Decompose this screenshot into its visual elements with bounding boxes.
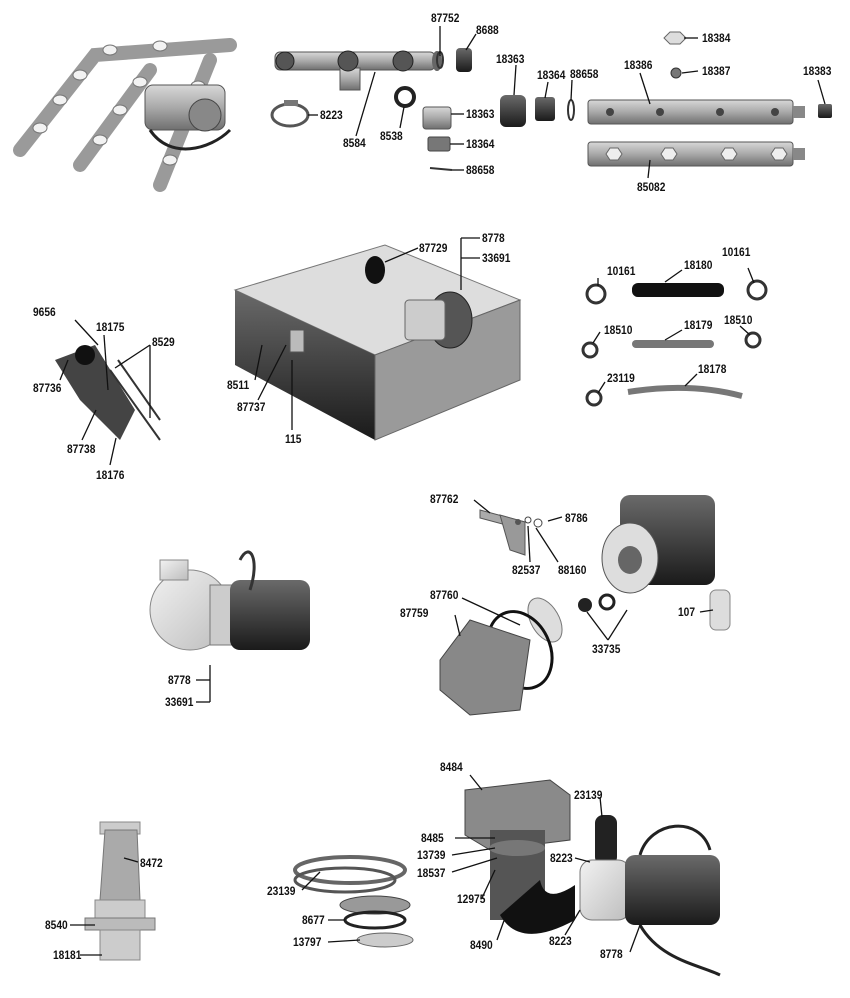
part-label: 8540 bbox=[45, 918, 68, 932]
nut-18363 bbox=[500, 95, 526, 127]
part-label: 8688 bbox=[476, 23, 499, 37]
part-label: 87736 bbox=[33, 381, 62, 395]
drain-tube-8472 bbox=[84, 821, 156, 961]
part-label: 8786 bbox=[565, 511, 588, 525]
o-ring-8538 bbox=[394, 86, 416, 108]
nozzle-18384 bbox=[663, 31, 687, 45]
part-label: 18387 bbox=[702, 64, 731, 78]
part-label: 87762 bbox=[430, 492, 459, 506]
part-label: 18510 bbox=[724, 313, 753, 327]
part-label: 87759 bbox=[400, 606, 429, 620]
part-label: 18364 bbox=[466, 137, 495, 151]
part-label: 8485 bbox=[421, 831, 444, 845]
part-label: 8223 bbox=[550, 851, 573, 865]
part-label: 23119 bbox=[607, 371, 635, 385]
cap-8688 bbox=[456, 48, 472, 72]
part-label: 8778 bbox=[600, 947, 623, 961]
part-label: 8677 bbox=[302, 913, 325, 927]
hose-clamp-8223 bbox=[270, 100, 310, 128]
manifold-8584 bbox=[274, 50, 442, 91]
part-label: 87737 bbox=[237, 400, 266, 414]
bushing-18364 bbox=[427, 136, 451, 152]
part-label: 115 bbox=[285, 432, 302, 446]
part-label: 33735 bbox=[592, 642, 621, 656]
part-label: 107 bbox=[678, 605, 696, 619]
heater-element bbox=[293, 855, 414, 948]
part-label: 8511 bbox=[227, 378, 250, 392]
switch-assembly bbox=[55, 345, 161, 441]
control-box bbox=[233, 244, 522, 441]
part-label: 12975 bbox=[457, 892, 486, 906]
part-label: 18175 bbox=[96, 320, 125, 334]
part-label: 18179 bbox=[684, 318, 713, 332]
part-label: 18510 bbox=[604, 323, 633, 337]
part-label: 13797 bbox=[293, 935, 322, 949]
part-label: 87752 bbox=[431, 11, 460, 25]
part-label: 10161 bbox=[722, 245, 751, 259]
part-label: 33691 bbox=[165, 695, 194, 709]
ring-88658 bbox=[567, 99, 575, 121]
part-label: 9656 bbox=[33, 305, 56, 319]
part-label: 33691 bbox=[482, 251, 511, 265]
part-label: 82537 bbox=[512, 563, 541, 577]
wash-arm-assembly bbox=[13, 38, 237, 192]
wash-arm-85082 bbox=[587, 141, 805, 167]
part-label: 18384 bbox=[702, 31, 731, 45]
part-label: 13739 bbox=[417, 848, 446, 862]
part-label: 8484 bbox=[440, 760, 463, 774]
part-label: 8529 bbox=[152, 335, 175, 349]
part-label: 8490 bbox=[470, 938, 493, 952]
cap-18383 bbox=[818, 104, 832, 118]
wash-arm-18386 bbox=[587, 99, 805, 125]
part-label: 18537 bbox=[417, 866, 446, 880]
hose-kit bbox=[581, 279, 768, 407]
sleeve-18363 bbox=[422, 106, 452, 130]
part-label: 8778 bbox=[482, 231, 505, 245]
part-label: 18176 bbox=[96, 468, 125, 482]
leader-lines bbox=[59, 26, 826, 956]
part-label: 18181 bbox=[53, 948, 82, 962]
pump-assembly-8778 bbox=[464, 779, 721, 977]
part-label: 8538 bbox=[380, 129, 403, 143]
part-label: 8472 bbox=[140, 856, 163, 870]
part-label: 18363 bbox=[496, 52, 525, 66]
ball-18387 bbox=[670, 67, 682, 79]
part-label: 87729 bbox=[419, 241, 448, 255]
part-label: 88658 bbox=[570, 67, 599, 81]
part-label: 18178 bbox=[698, 362, 727, 376]
part-label: 18363 bbox=[466, 107, 495, 121]
part-label: 23139 bbox=[267, 884, 296, 898]
wash-pump-exploded bbox=[439, 495, 731, 716]
part-label: 87760 bbox=[430, 588, 459, 602]
drain-pump-8778 bbox=[149, 550, 310, 651]
part-label: 10161 bbox=[607, 264, 636, 278]
part-label: 85082 bbox=[637, 180, 666, 194]
part-label: 8223 bbox=[549, 934, 572, 948]
part-label: 18386 bbox=[624, 58, 653, 72]
part-label: 87738 bbox=[67, 442, 96, 456]
part-label: 8584 bbox=[343, 136, 366, 150]
part-label: 88160 bbox=[558, 563, 587, 577]
part-label: 18180 bbox=[684, 258, 713, 272]
part-label: 8223 bbox=[320, 108, 343, 122]
part-label: 23139 bbox=[574, 788, 603, 802]
part-label: 8778 bbox=[168, 673, 191, 687]
part-label: 88658 bbox=[466, 163, 495, 177]
part-label: 18383 bbox=[803, 64, 832, 78]
washer-88658 bbox=[429, 167, 453, 171]
bushing-18364-b bbox=[535, 97, 555, 121]
part-label: 18364 bbox=[537, 68, 566, 82]
